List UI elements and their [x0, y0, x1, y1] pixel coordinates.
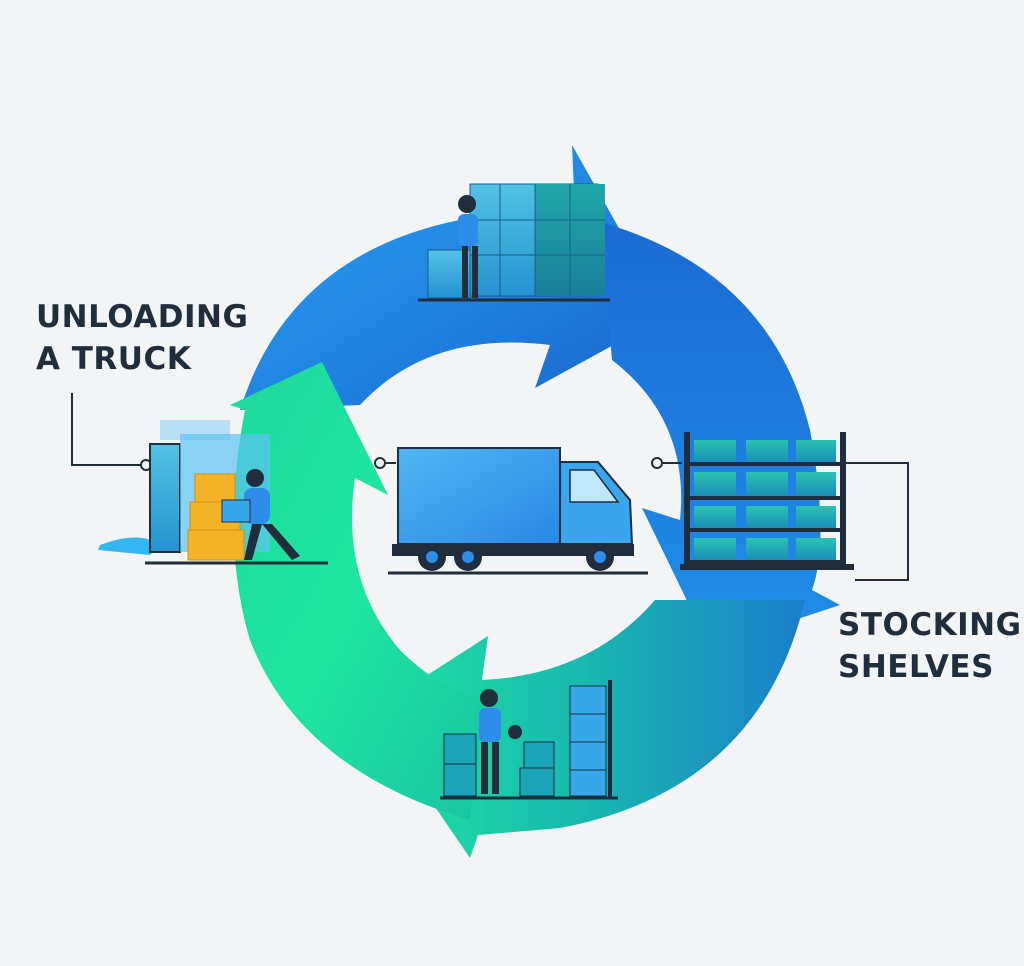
- arrow-left-green: [230, 362, 485, 820]
- arrow-right-blue: [600, 222, 840, 648]
- connector-left: [71, 393, 140, 466]
- delivery-truck-icon: [388, 447, 648, 575]
- label-unloading-line1: UNLOADING: [36, 299, 249, 335]
- label-stocking-shelves: STOCKING SHELVES: [838, 604, 1022, 688]
- label-stocking-line2: SHELVES: [838, 649, 994, 685]
- connectors: [71, 393, 909, 581]
- warehouse-shelves-icon: [680, 432, 854, 570]
- label-unloading-a-truck: UNLOADING A TRUCK: [36, 296, 248, 380]
- label-stocking-line1: STOCKING: [838, 607, 1022, 643]
- connector-dot-center: [374, 457, 386, 469]
- stacked-boxes-worker-icon: [418, 183, 610, 302]
- label-unloading-line2: A TRUCK: [36, 341, 192, 377]
- connector-dot-right: [651, 457, 663, 469]
- connector-right: [845, 462, 909, 581]
- packing-worker-icon: [440, 680, 618, 800]
- unloading-worker-icon: [98, 420, 328, 565]
